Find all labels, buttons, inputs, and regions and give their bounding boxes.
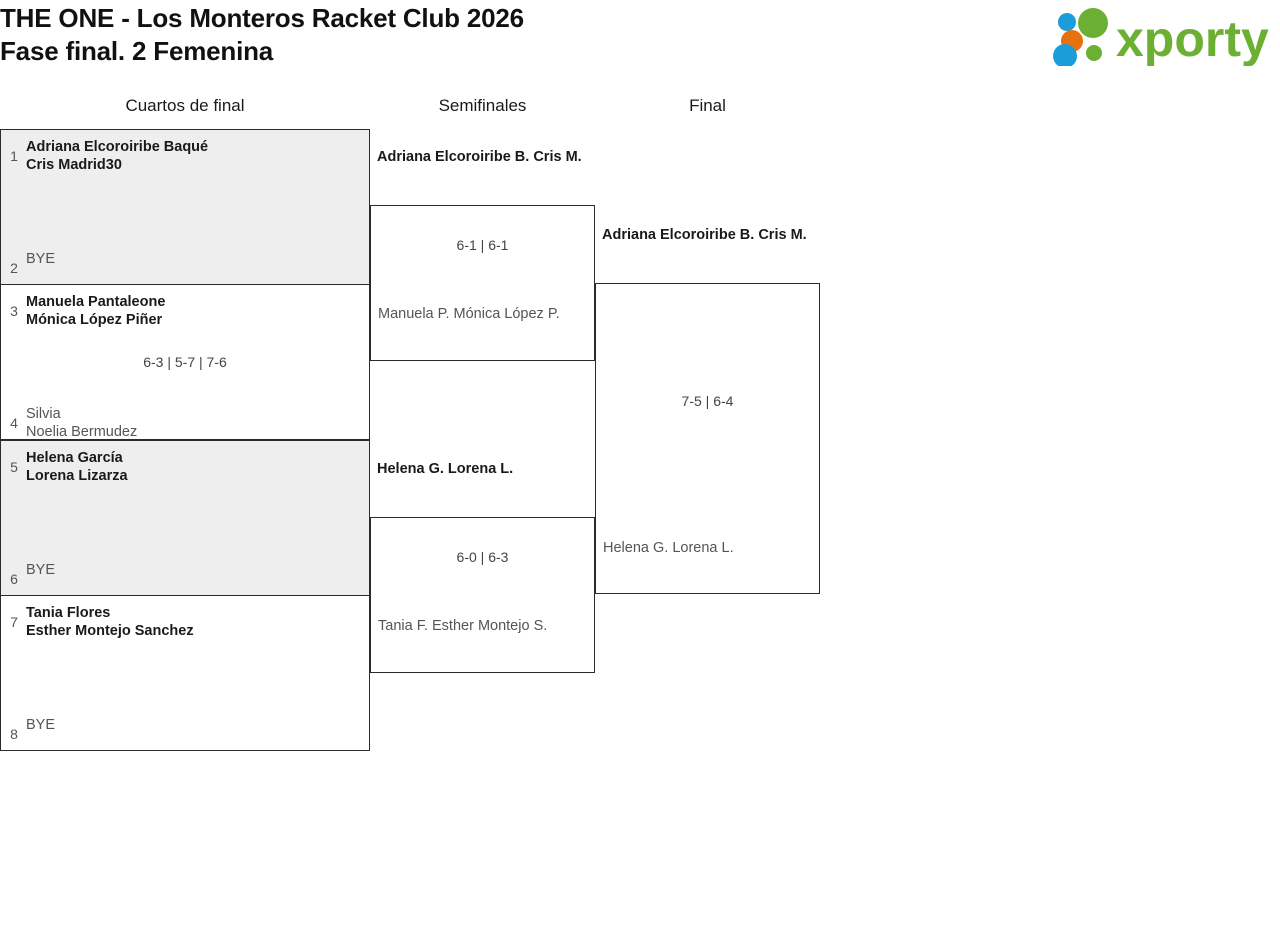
player-pair-loser-semifinal-1: Manuela P. Mónica López P. xyxy=(378,305,560,323)
player-name: Cris Madrid30 xyxy=(26,157,122,173)
seed-number: 3 xyxy=(10,303,18,319)
player-name: Adriana Elcoroiribe B. xyxy=(377,149,530,165)
match-box-quarterfinal-2[interactable]: 3 Manuela Pantaleone Mónica López Piñer … xyxy=(0,284,370,440)
player-pair-loser: Silvia Noelia Bermudez xyxy=(26,405,137,441)
match-box-semifinal-1[interactable]: 6-1 | 6-1 Manuela P. Mónica López P. xyxy=(370,205,595,361)
player-name: Helena G. xyxy=(603,540,669,556)
seed-number: 4 xyxy=(10,415,18,431)
player-name: Cris M. xyxy=(533,149,582,165)
player-name: Tania Flores xyxy=(26,605,111,621)
seed-number: 5 xyxy=(10,459,18,475)
logo-dot-blue-small xyxy=(1058,13,1076,31)
round-heading-quarterfinals: Cuartos de final xyxy=(125,96,245,115)
logo-dot-green-small xyxy=(1086,45,1102,61)
logo-wordmark: xporty xyxy=(1116,11,1269,66)
xporty-logo[interactable]: xporty xyxy=(1050,8,1276,66)
seed-number: 2 xyxy=(10,260,18,276)
player-name: Lorena L. xyxy=(447,461,514,477)
match-score-semifinal-1: 6-1 | 6-1 xyxy=(456,237,509,253)
player-name: Noelia Bermudez xyxy=(26,424,138,440)
player-name: Manuela Pantaleone xyxy=(26,294,166,310)
seed-number: 7 xyxy=(10,614,18,630)
player-pair-winner: Manuela Pantaleone Mónica López Piñer xyxy=(26,293,165,329)
match-score-final: 7-5 | 6-4 xyxy=(681,393,734,409)
advanced-pair-semifinal-1: Adriana Elcoroiribe B. Cris M. xyxy=(377,148,582,166)
player-name: Esther Montejo Sanchez xyxy=(26,623,194,639)
match-box-final[interactable]: 7-5 | 6-4 Helena G. Lorena L. xyxy=(595,283,820,594)
player-name: Lorena Lizarza xyxy=(26,468,128,484)
player-pair-winner: Helena García Lorena Lizarza xyxy=(26,449,128,485)
seed-number: 6 xyxy=(10,571,18,587)
match-score-semifinal-2: 6-0 | 6-3 xyxy=(456,549,509,565)
match-box-quarterfinal-1[interactable]: 1 Adriana Elcoroiribe Baqué Cris Madrid3… xyxy=(0,129,370,285)
player-name: Adriana Elcoroiribe Baqué xyxy=(26,139,209,155)
logo-dot-blue-large xyxy=(1053,44,1077,66)
round-heading-semifinals: Semifinales xyxy=(438,96,527,115)
logo-dot-green-large xyxy=(1078,8,1108,38)
bye-label: BYE xyxy=(26,251,56,267)
advanced-pair-semifinal-2: Helena G. Lorena L. xyxy=(377,460,513,478)
player-name: Mónica López P. xyxy=(453,306,560,322)
match-box-quarterfinal-4[interactable]: 7 Tania Flores Esther Montejo Sanchez 8 … xyxy=(0,595,370,751)
player-name: Mónica López Piñer xyxy=(26,312,163,328)
player-pair-winner: Adriana Elcoroiribe Baqué Cris Madrid30 xyxy=(26,138,208,174)
title-line-1: THE ONE - Los Monteros Racket Club 2026 xyxy=(0,3,524,33)
champion-pair: Adriana Elcoroiribe B. Cris M. xyxy=(602,226,807,244)
bye-label: BYE xyxy=(26,717,56,733)
seed-number: 1 xyxy=(10,148,18,164)
tournament-title: THE ONE - Los Monteros Racket Club 2026 … xyxy=(0,2,524,68)
player-name: Helena G. xyxy=(377,461,444,477)
player-name: Helena García xyxy=(26,450,123,466)
player-name: Esther Montejo S. xyxy=(432,618,548,634)
player-name: Tania F. xyxy=(378,618,428,634)
seed-number: 8 xyxy=(10,726,18,742)
player-pair-winner: Tania Flores Esther Montejo Sanchez xyxy=(26,604,194,640)
player-name: Cris M. xyxy=(758,227,807,243)
player-name: Silvia xyxy=(26,406,61,422)
page-header: THE ONE - Los Monteros Racket Club 2026 … xyxy=(0,0,1280,80)
player-pair-loser-semifinal-2: Tania F. Esther Montejo S. xyxy=(378,617,547,635)
match-score-quarterfinal-2: 6-3 | 5-7 | 7-6 xyxy=(143,354,227,370)
player-pair-loser-final: Helena G. Lorena L. xyxy=(603,539,734,557)
player-name: Adriana Elcoroiribe B. xyxy=(602,227,755,243)
player-name: Lorena L. xyxy=(672,540,734,556)
match-box-semifinal-2[interactable]: 6-0 | 6-3 Tania F. Esther Montejo S. xyxy=(370,517,595,673)
bye-label: BYE xyxy=(26,562,56,578)
round-heading-final: Final xyxy=(689,96,726,115)
player-name: Manuela P. xyxy=(378,306,450,322)
match-box-quarterfinal-3[interactable]: 5 Helena García Lorena Lizarza 6 BYE xyxy=(0,440,370,596)
title-line-2: Fase final. 2 Femenina xyxy=(0,36,274,66)
